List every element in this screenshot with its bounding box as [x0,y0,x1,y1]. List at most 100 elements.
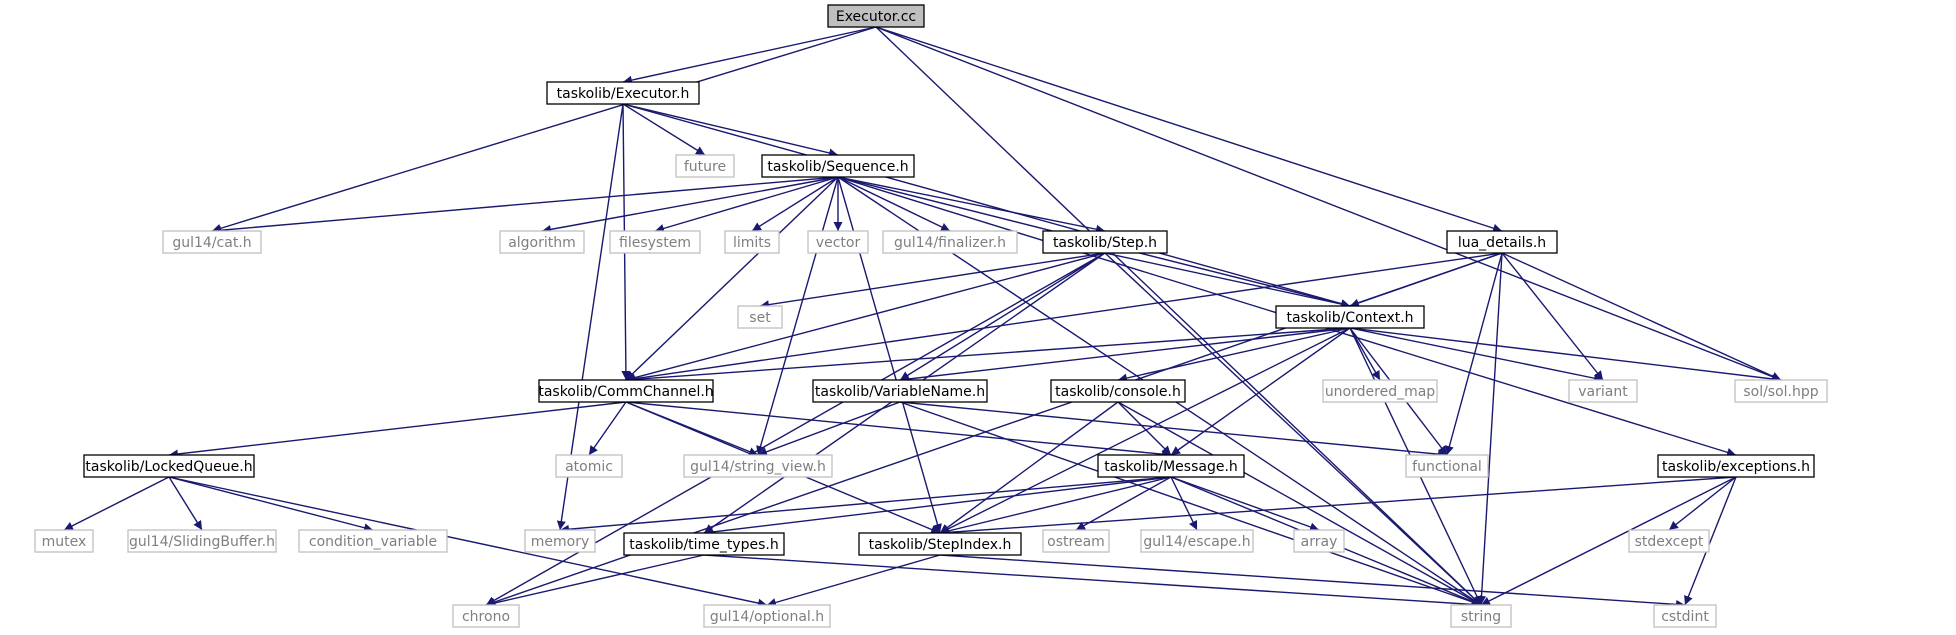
edge-message_h-to-memory [559,476,1172,534]
node-box [83,454,255,478]
node-box [1628,529,1710,553]
node-label: lua_details.h [1458,235,1546,251]
node-label: taskolib/Message.h [1104,459,1238,475]
node-box [703,604,831,628]
edge-lockedqueue_h-to-mutex [63,476,170,531]
node-box [724,230,780,254]
node-context-h[interactable]: taskolib/Context.h [1275,305,1425,329]
node-box [609,230,701,254]
node-message-h[interactable]: taskolib/Message.h [1097,454,1245,478]
edge-sequence_h-to-filesystem [654,176,839,233]
edge-message_h-to-time_types_h [703,476,1172,537]
edge-sequence_h-to-string_view_h [756,176,839,456]
node-box [524,529,596,553]
node-label: memory [531,534,590,550]
node-box [1042,230,1168,254]
node-console-h[interactable]: taskolib/console.h [1050,379,1186,403]
node-label: chrono [462,609,510,625]
node-label: filesystem [619,235,691,251]
node-exceptions-h[interactable]: taskolib/exceptions.h [1657,454,1815,478]
node-label: vector [816,235,861,251]
node-label: array [1301,534,1338,550]
edge-executor_h-to-future [622,103,706,156]
node-step-h[interactable]: taskolib/Step.h [1042,230,1168,254]
node-executor-cc[interactable]: Executor.cc [827,4,925,28]
node-limits: limits [724,230,780,254]
edge-sequence_h-to-cat_h [211,176,839,235]
node-ostream: ostream [1042,529,1110,553]
node-variablename-h[interactable]: taskolib/VariableName.h [812,379,988,403]
node-finalizer-h: gul14/finalizer.h [882,230,1018,254]
edge-exceptions_h-to-stdexcept [1668,476,1737,531]
node-box [1097,454,1245,478]
node-label: taskolib/LockedQueue.h [85,459,252,475]
node-label: gul14/SlidingBuffer.h [129,534,275,550]
node-label: taskolib/exceptions.h [1662,459,1810,475]
edge-context_h-to-sol_hpp [1349,327,1782,384]
node-box [555,454,623,478]
node-box [1653,604,1717,628]
edge-executor_cc-to-lua_details_h [875,26,1503,233]
node-box [1446,230,1558,254]
node-label: set [749,310,771,326]
node-lockedqueue-h[interactable]: taskolib/LockedQueue.h [83,454,255,478]
edge-executor_h-to-context_h [622,103,1351,308]
node-box [858,532,1022,556]
node-label: taskolib/Context.h [1286,310,1413,326]
node-filesystem: filesystem [609,230,701,254]
node-box [812,379,988,403]
edge-step_h-to-variablename_h [899,252,1106,381]
node-time-types-h[interactable]: taskolib/time_types.h [623,532,785,556]
node-box [1734,379,1828,403]
edge-executor_cc-to-cat_h [211,26,877,233]
nodes-layer: Executor.cc taskolib/Executor.h future task… [34,4,1828,628]
node-condition-variable: condition_variable [298,529,448,553]
edge-sequence_h-to-limits [751,176,839,232]
node-label: ostream [1047,534,1105,550]
edge-console_h-to-stepindex_h [939,401,1119,534]
node-label: gul14/escape.h [1143,534,1250,550]
node-future: future [675,154,735,178]
edge-lockedqueue_h-to-optional_h [168,476,768,608]
edge-context_h-to-unordered_map [1349,327,1381,381]
edge-console_h-to-message_h [1117,401,1172,456]
node-cat-h: gul14/cat.h [162,230,262,254]
node-string: string [1450,604,1512,628]
edge-sequence_h-to-algorithm [541,176,839,234]
node-sequence-h[interactable]: taskolib/Sequence.h [761,154,915,178]
edge-step_h-to-set [759,252,1106,310]
node-label: taskolib/VariableName.h [815,384,985,400]
edge-lockedqueue_h-to-slidingbuffer_h [168,476,203,531]
node-executor-h[interactable]: taskolib/Executor.h [546,81,700,105]
edge-variablename_h-to-string_view_h [757,401,901,457]
node-label: sol/sol.hpp [1743,384,1818,400]
node-stepindex-h[interactable]: taskolib/StepIndex.h [858,532,1022,556]
node-vector: vector [807,230,869,254]
edge-variablename_h-to-functional [899,401,1448,459]
node-sol-hpp: sol/sol.hpp [1734,379,1828,403]
node-label: variant [1578,384,1628,400]
edge-step_h-to-context_h [1104,252,1351,309]
edge-step_h-to-commchannel_h [625,252,1106,383]
node-box [827,4,925,28]
node-lua-details-h[interactable]: lua_details.h [1446,230,1558,254]
node-box [807,230,869,254]
node-commchannel-h[interactable]: taskolib/CommChannel.h [538,379,714,403]
edge-sequence_h-to-step_h [837,176,1106,234]
node-box [1140,529,1254,553]
node-label: Executor.cc [836,9,916,25]
edge-executor_h-to-sequence_h [622,103,839,158]
node-box [538,379,714,403]
node-label: gul14/cat.h [172,235,251,251]
edge-context_h-to-message_h [1170,327,1351,456]
node-array: array [1293,529,1345,553]
edge-sequence_h-to-commchannel_h [625,176,839,381]
node-box [1405,454,1489,478]
node-box [1568,379,1638,403]
node-label: functional [1412,459,1482,475]
edge-message_h-to-stepindex_h [939,476,1172,536]
node-label: limits [733,235,771,251]
node-stdexcept: stdexcept [1628,529,1710,553]
edge-commchannel_h-to-lockedqueue_h [168,401,627,459]
node-label: gul14/optional.h [710,609,824,625]
